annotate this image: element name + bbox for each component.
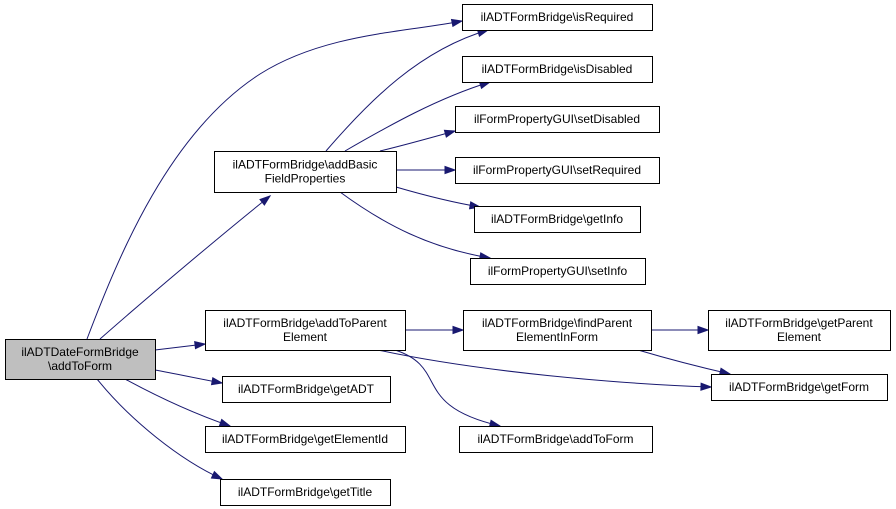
node-addToForm[interactable]: ilADTFormBridge\addToForm bbox=[459, 426, 653, 453]
node-label-line: ilADTFormBridge\getForm bbox=[729, 380, 869, 394]
edge-addToParent-to-getForm bbox=[377, 349, 713, 391]
edge-findParent-to-getParent bbox=[651, 325, 710, 335]
edge-line bbox=[99, 195, 271, 340]
edge-root-to-addToParent bbox=[154, 341, 207, 351]
edge-addBasic-to-setDisabled bbox=[379, 129, 457, 152]
arrow-head-icon bbox=[444, 165, 457, 175]
node-box bbox=[214, 151, 397, 193]
node-getElementId[interactable]: ilADTFormBridge\getElementId bbox=[205, 426, 406, 453]
node-box bbox=[455, 157, 660, 184]
nodes-layer: ilADTDateFormBridge\addToForm ilADTFormBr… bbox=[5, 4, 891, 506]
node-setRequired[interactable]: ilFormPropertyGUI\setRequired bbox=[455, 157, 660, 184]
edge-line bbox=[96, 378, 223, 480]
arrow-head-icon bbox=[452, 325, 465, 335]
node-isDisabled[interactable]: ilADTFormBridge\isDisabled bbox=[462, 56, 653, 83]
node-label-line: ilADTFormBridge\getADT bbox=[238, 382, 375, 396]
edge-addBasic-to-getInfo bbox=[395, 186, 482, 210]
edge-line bbox=[395, 186, 481, 208]
edge-line bbox=[339, 191, 491, 259]
node-box bbox=[463, 310, 652, 351]
edge-line bbox=[86, 20, 463, 340]
node-box bbox=[462, 56, 653, 83]
node-label-line: ilADTFormBridge\getTitle bbox=[238, 485, 373, 499]
edge-line bbox=[325, 29, 489, 152]
arrow-head-icon bbox=[697, 325, 710, 335]
node-box bbox=[459, 426, 653, 453]
arrow-head-icon bbox=[210, 376, 224, 386]
node-label-line: ilADTDateFormBridge bbox=[21, 345, 139, 359]
node-isRequired[interactable]: ilADTFormBridge\isRequired bbox=[462, 4, 653, 31]
node-box bbox=[222, 376, 391, 403]
edge-addToParent-to-findParent bbox=[405, 325, 465, 335]
node-box bbox=[711, 374, 888, 401]
node-label-line: ilFormPropertyGUI\setRequired bbox=[473, 163, 641, 177]
edge-root-to-addBasic bbox=[99, 195, 272, 340]
arrow-head-icon bbox=[194, 341, 207, 350]
node-box bbox=[474, 206, 641, 233]
edge-root-to-getElementId bbox=[124, 378, 232, 427]
edge-root-to-getTitle bbox=[96, 378, 224, 480]
edge-line bbox=[637, 349, 731, 375]
edges-layer bbox=[86, 18, 732, 480]
node-box bbox=[5, 339, 156, 380]
node-setInfo[interactable]: ilFormPropertyGUI\setInfo bbox=[470, 258, 646, 285]
node-getADT[interactable]: ilADTFormBridge\getADT bbox=[222, 376, 391, 403]
edge-addBasic-to-setInfo bbox=[339, 191, 492, 261]
node-box bbox=[205, 426, 406, 453]
node-box bbox=[470, 258, 646, 285]
arrow-head-icon bbox=[700, 382, 713, 391]
node-getForm[interactable]: ilADTFormBridge\getForm bbox=[711, 374, 888, 401]
node-label-line: ilADTFormBridge\isDisabled bbox=[482, 62, 633, 76]
node-label-line: ilFormPropertyGUI\setInfo bbox=[488, 264, 628, 278]
node-label-line: ilADTFormBridge\getElementId bbox=[222, 432, 388, 446]
node-label-line: ilADTFormBridge\addBasic bbox=[233, 158, 378, 172]
node-box bbox=[205, 310, 406, 351]
node-getInfo[interactable]: ilADTFormBridge\getInfo bbox=[474, 206, 641, 233]
node-label-line: FieldProperties bbox=[265, 172, 346, 186]
arrow-head-icon bbox=[443, 129, 457, 138]
edge-addBasic-to-setRequired bbox=[396, 165, 457, 175]
node-label-line: ilADTFormBridge\findParent bbox=[482, 316, 633, 330]
node-label-line: ElementInForm bbox=[516, 330, 598, 344]
edge-line bbox=[377, 349, 712, 388]
edge-root-to-getADT bbox=[154, 369, 224, 386]
node-label-line: ilADTFormBridge\getParent bbox=[725, 316, 873, 330]
node-setDisabled[interactable]: ilFormPropertyGUI\setDisabled bbox=[455, 106, 660, 133]
arrow-head-icon bbox=[450, 18, 464, 28]
edge-line bbox=[394, 349, 501, 427]
node-label-line: ilFormPropertyGUI\setDisabled bbox=[474, 112, 640, 126]
node-box bbox=[220, 479, 391, 506]
node-label-line: ilADTFormBridge\getInfo bbox=[491, 212, 623, 226]
edge-findParent-to-getForm bbox=[637, 349, 732, 376]
node-label-line: ilADTFormBridge\isRequired bbox=[481, 10, 634, 24]
node-label-line: ilADTFormBridge\addToForm bbox=[477, 432, 633, 446]
node-label-line: \addToForm bbox=[48, 359, 112, 373]
edge-line bbox=[124, 378, 231, 427]
node-label-line: Element bbox=[777, 330, 822, 344]
node-label-line: ilADTFormBridge\addToParent bbox=[223, 316, 387, 330]
edge-addToParent-to-addToForm bbox=[394, 349, 502, 428]
node-box bbox=[462, 4, 653, 31]
edge-line bbox=[344, 81, 491, 152]
node-root[interactable]: ilADTDateFormBridge\addToForm bbox=[5, 339, 156, 380]
node-getTitle[interactable]: ilADTFormBridge\getTitle bbox=[220, 479, 391, 506]
node-label-line: Element bbox=[283, 330, 328, 344]
node-box bbox=[708, 310, 891, 351]
edge-line bbox=[379, 130, 456, 152]
arrow-head-icon bbox=[218, 418, 232, 427]
arrow-head-icon bbox=[259, 195, 272, 206]
node-box bbox=[455, 106, 660, 133]
edge-root-to-isRequired bbox=[86, 18, 464, 340]
arrow-head-icon bbox=[210, 470, 224, 480]
